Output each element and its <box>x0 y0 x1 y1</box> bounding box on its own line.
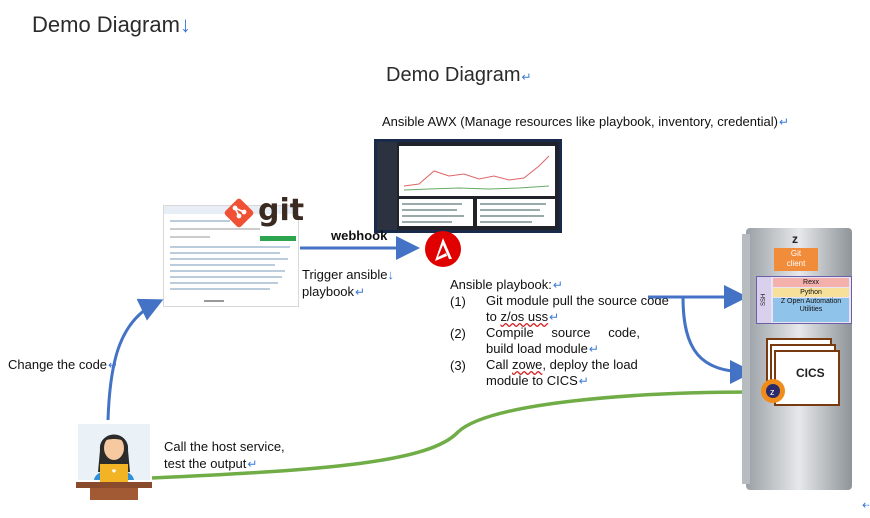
zoau-layer: Z Open Automation Utilities <box>773 298 849 322</box>
awx-list-panel-left <box>399 199 473 226</box>
step-1-pre: Git module pull the source code to <box>486 293 669 324</box>
awx-chart-panel <box>399 146 555 196</box>
step-1-number: (1) <box>450 294 466 309</box>
page-title-text: Demo Diagram <box>32 12 180 37</box>
developer-illustration <box>74 420 154 500</box>
cics-label: CICS <box>796 366 825 380</box>
paragraph-mark-icon: ↵ <box>578 374 589 388</box>
awx-dashboard-screenshot <box>374 139 562 233</box>
step-1-squiggle: z/os uss <box>500 309 549 324</box>
cics-box-front: CICS <box>774 350 840 406</box>
trigger-line-1: Trigger ansible <box>302 267 388 282</box>
git-diamond-icon <box>224 198 254 228</box>
mainframe-z: z Git client SSH Rexx Python Z Open Auto… <box>742 228 858 490</box>
git-client-line-1: Git <box>790 249 802 258</box>
step-2-pre: Compile source code, build load module <box>486 325 640 356</box>
return-arrow-icon: ⇠ <box>862 498 870 512</box>
test-service-line <box>151 390 753 480</box>
svg-text:z: z <box>770 387 775 397</box>
mainframe-label: z <box>792 232 798 246</box>
step-1-text: Git module pull the source code to z/os … <box>486 293 676 325</box>
trigger-label: Trigger ansible↓ playbook↵ <box>302 266 394 301</box>
python-layer: Python <box>773 288 849 297</box>
playbook-title-text: Ansible playbook: <box>450 277 552 292</box>
webhook-label: webhook <box>331 228 388 243</box>
step-3-post: , deploy the load module to CICS <box>486 357 638 388</box>
trigger-line-2: playbook <box>302 284 355 299</box>
call-host-label: Call the host service, test the output↵ <box>164 438 285 473</box>
paragraph-mark-icon: ↵ <box>521 70 532 84</box>
awx-label-text: Ansible AWX (Manage resources like playb… <box>382 114 778 129</box>
diagram-title-text: Demo Diagram <box>386 64 521 86</box>
paragraph-mark-icon: ↵ <box>778 115 790 129</box>
paragraph-mark-icon: ↵ <box>588 342 599 356</box>
ansible-icon <box>425 231 461 267</box>
ssh-label: SSH <box>757 277 771 323</box>
step-2-text: Compile source code, build load module↵ <box>486 325 640 357</box>
down-arrow-icon: ↓ <box>179 12 191 37</box>
uss-stack-box: SSH Rexx Python Z Open Automation Utilit… <box>756 276 852 324</box>
deploy-arrow <box>681 296 754 384</box>
playbook-title: Ansible playbook:↵ <box>450 277 563 292</box>
ansible-logo <box>424 230 462 268</box>
git-clone-button <box>260 236 296 241</box>
step-3-pre: Call <box>486 357 513 372</box>
change-code-text: Change the code <box>8 357 108 372</box>
paragraph-mark-icon: ↵ <box>552 278 563 292</box>
paragraph-mark-icon: ↵ <box>355 285 366 299</box>
rexx-layer: Rexx <box>773 278 849 287</box>
developer-icon <box>76 424 152 500</box>
git-logo: git <box>222 193 305 230</box>
step-3-text: Call zowe, deploy the load module to CIC… <box>486 357 646 389</box>
paragraph-mark-icon: ↵ <box>549 310 560 324</box>
awx-chart-icon <box>403 155 550 191</box>
paragraph-mark-icon: ↵ <box>247 457 258 471</box>
diagram-title: Demo Diagram↵ <box>386 64 532 87</box>
call-host-line-1: Call the host service, <box>164 439 285 454</box>
awx-sidebar <box>377 142 397 230</box>
git-client-line-2: client <box>786 259 806 268</box>
change-code-arrow <box>106 298 164 421</box>
step-3-number: (3) <box>450 358 466 373</box>
zowe-icon: z <box>761 379 785 403</box>
git-wordmark: git <box>258 193 305 228</box>
down-arrow-icon: ↓ <box>387 267 395 282</box>
step-2-number: (2) <box>450 326 466 341</box>
step-3-squiggle: zowe <box>512 357 543 372</box>
git-client-box: Git client <box>774 248 818 271</box>
page-title: Demo Diagram↓ <box>32 12 191 38</box>
awx-list-panel-right <box>477 199 555 226</box>
call-host-line-2: test the output <box>164 456 247 471</box>
awx-label: Ansible AWX (Manage resources like playb… <box>382 114 789 129</box>
